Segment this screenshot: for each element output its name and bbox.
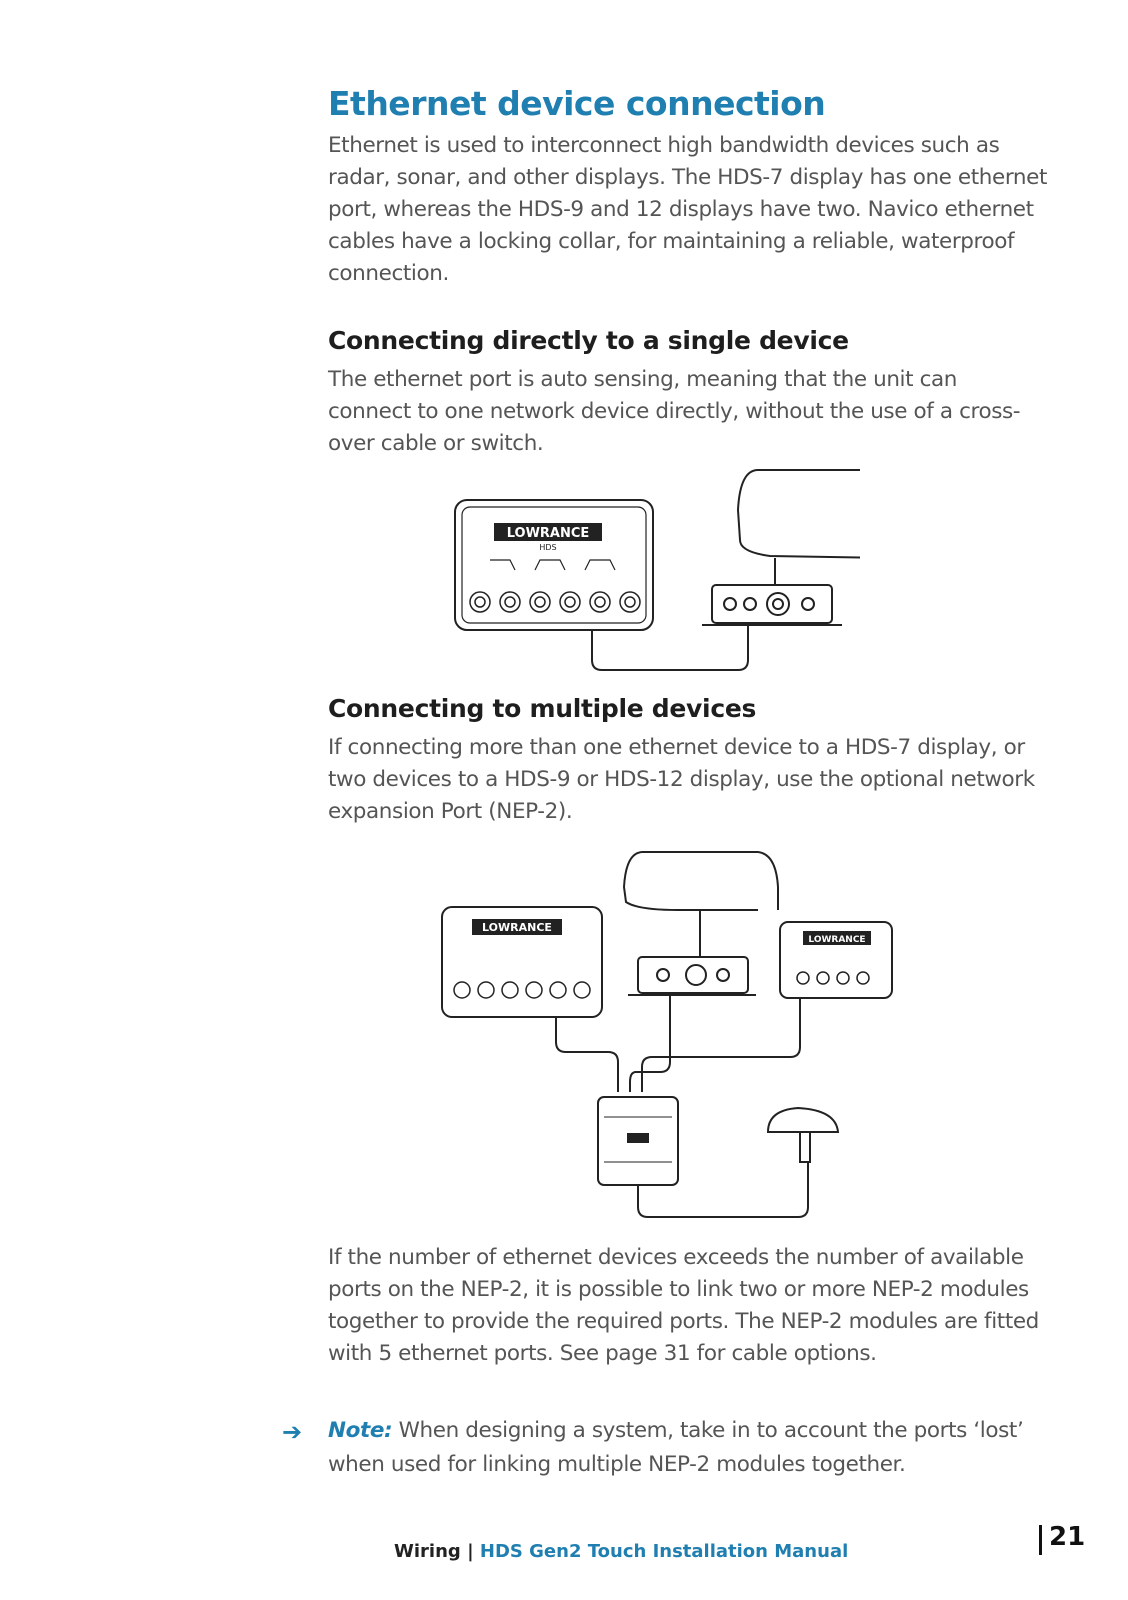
display-small-brand-label: LOWRANCE [808, 935, 865, 945]
note-label: Note: [328, 1418, 393, 1443]
heading-multiple-devices: Connecting to multiple devices [328, 694, 757, 723]
note-paragraph: Note: When designing a system, take in t… [328, 1414, 1048, 1482]
hds-display-large: LOWRANCE [441, 906, 603, 1018]
radar-interface-box [702, 558, 842, 626]
display-brand-label: LOWRANCE [507, 526, 590, 541]
hds-display-small: LOWRANCE [779, 921, 893, 999]
intro-paragraph: Ethernet is used to interconnect high ba… [328, 133, 1047, 286]
page-number: 21 [1049, 1522, 1086, 1552]
note-text: When designing a system, take in to acco… [328, 1418, 1024, 1477]
heading-single-device: Connecting directly to a single device [328, 326, 849, 355]
single-device-diagram: LOWRANCE HDS [454, 469, 860, 671]
hds-display-unit: LOWRANCE HDS [454, 499, 654, 631]
footer-separator: | [467, 1541, 474, 1562]
multiple-devices-diagram: LOWRANCE LOWRANCE [441, 851, 893, 1218]
footer-manual-title: HDS Gen2 Touch Installation Manual [479, 1541, 849, 1562]
ethernet-cables [555, 995, 801, 1092]
page-footer: Wiring | HDS Gen2 Touch Installation Man… [394, 1541, 848, 1562]
page-title: Ethernet device connection [328, 84, 826, 123]
nep2-module [597, 1096, 809, 1218]
radar-dome [622, 851, 779, 996]
nep2-linking-paragraph: If the number of ethernet devices exceed… [328, 1245, 1039, 1366]
right-arrow-icon: ➔ [282, 1418, 303, 1446]
display-model-label: HDS [539, 543, 556, 552]
radar-dome [736, 469, 860, 559]
page-number-bar [1039, 1525, 1042, 1555]
multiple-devices-paragraph: If connecting more than one ethernet dev… [328, 735, 1035, 824]
single-device-paragraph: The ethernet port is auto sensing, meani… [328, 367, 1021, 456]
footer-chapter: Wiring [394, 1541, 461, 1562]
gps-antenna [766, 1106, 840, 1163]
ethernet-cable [591, 625, 749, 671]
display-large-brand-label: LOWRANCE [482, 921, 552, 934]
